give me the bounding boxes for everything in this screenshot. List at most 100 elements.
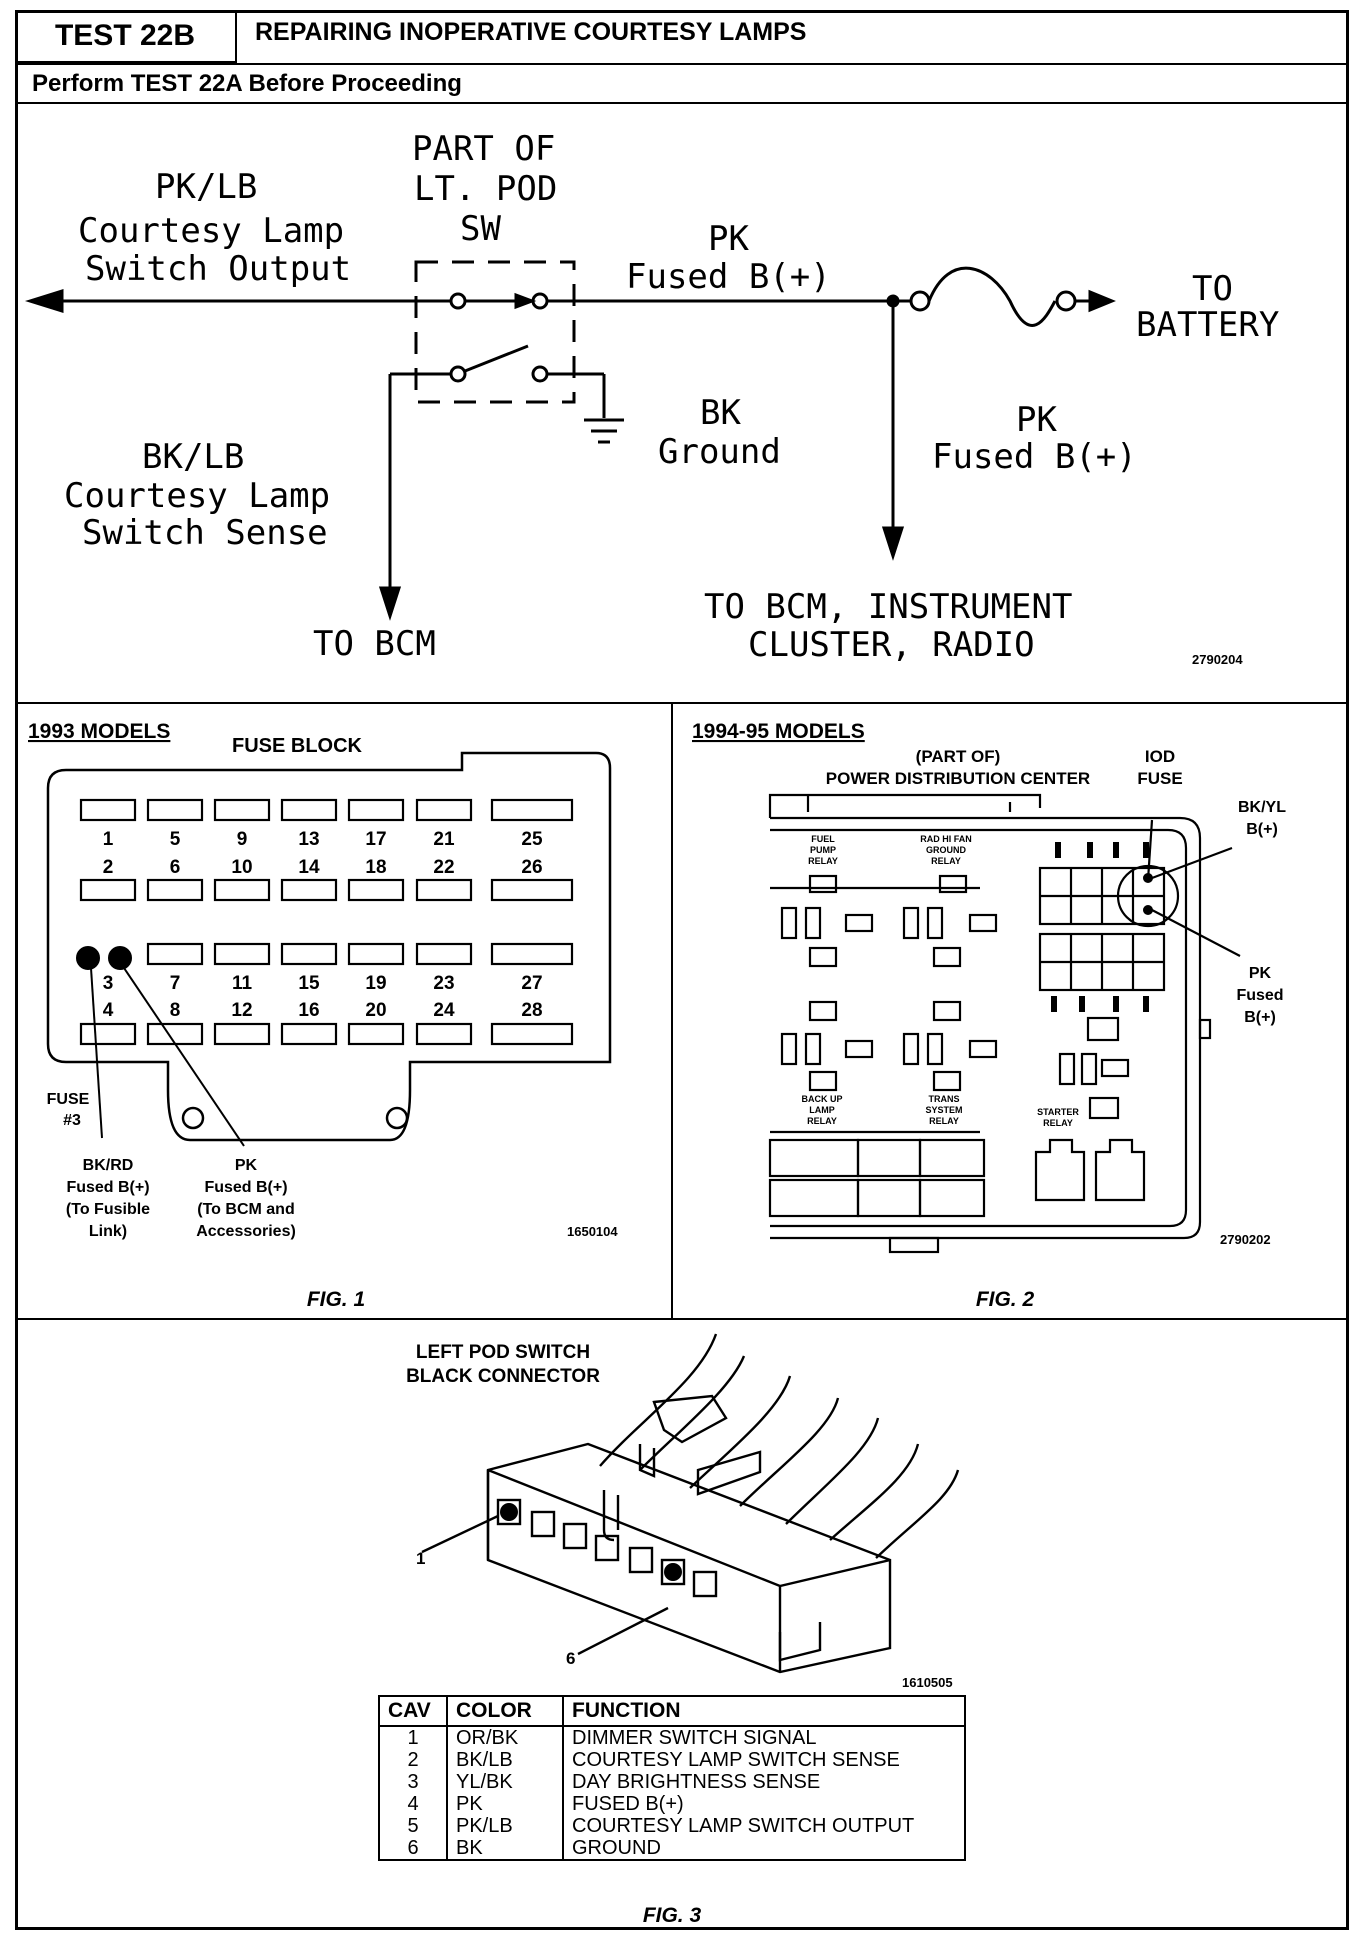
ground-label: Ground [658,432,781,472]
svg-text:GROUND: GROUND [926,845,966,855]
cell-cav: 4 [379,1793,448,1815]
cell-color: YL/BK [447,1771,564,1793]
bkyl-leader [1151,846,1233,880]
cell-function: FUSED B(+) [572,1793,684,1815]
header-color: COLOR [447,1696,564,1727]
battery-label: BATTERY [1136,305,1279,345]
battery-label: TO [1192,269,1233,309]
fuse-slot [213,798,271,822]
cell-color: PK [447,1793,564,1815]
bkrd-label: (To Fusible [66,1201,150,1218]
fuse-label: FUSE [47,1091,90,1108]
fuse-slot [415,798,473,822]
schematic-code: 2790204 [1192,652,1243,667]
relay-labels: FUEL PUMP RELAY RAD HI FAN GROUND RELAY … [801,834,1079,1128]
pk2-label: Fused [1236,987,1283,1004]
cell-function: COURTESY LAMP SWITCH OUTPUT [572,1815,915,1837]
schematic-divider [15,702,1349,704]
pdc-label: (PART OF) [916,747,1001,766]
test-code: TEST 22B [15,10,237,63]
fuse-block-outline [46,751,612,1142]
fig3-divider [15,1318,1349,1320]
bkrd-label: BK/RD [83,1157,134,1174]
cell-cav: 5 [379,1815,448,1837]
sense-label: Switch Sense [82,513,328,553]
switch-contact [531,365,549,383]
fuse-slot [490,798,574,822]
test-title: REPAIRING INOPERATIVE COURTESY LAMPS [255,18,807,46]
switch-label: PART OF [412,129,555,169]
subtitle-divider [15,102,1349,104]
header-function: FUNCTION [563,1696,965,1727]
svg-text:RELAY: RELAY [808,856,838,866]
fig1-code: 1650104 [567,1224,618,1239]
fuse-slot [280,878,338,902]
header-cav: CAV [379,1696,448,1727]
fig1-models: 1993 MODELS [28,720,170,743]
fuse-number: 16 [298,1000,319,1021]
svg-text:LAMP: LAMP [809,1105,835,1115]
fuse-number: 12 [231,1000,252,1021]
callout-6-leader [577,1606,669,1656]
drop-arrow [881,526,905,561]
svg-text:RELAY: RELAY [807,1116,837,1126]
connector-drawing [421,1333,960,1674]
fuse-slot [213,1022,271,1046]
to-cluster-label: CLUSTER, RADIO [748,625,1035,665]
fuse-number: 25 [521,829,543,850]
svg-text:RELAY: RELAY [1043,1118,1073,1128]
fuse-label: #3 [63,1112,81,1129]
switch-arm [464,344,529,373]
fuse-element [927,266,1057,327]
fuse-number: 26 [521,857,542,878]
svg-text:SYSTEM: SYSTEM [925,1105,962,1115]
schematic-labels: PART OF LT. POD SW PK/LB Courtesy Lamp S… [64,129,1279,665]
fuse-number: 10 [231,857,252,878]
ground-label: BK [700,393,741,433]
fig2-caption: FIG. 2 [976,1288,1035,1311]
table-header-row: CAV COLOR FUNCTION [379,1696,965,1727]
fuse-number: 8 [170,1000,181,1021]
battery-arrow [1088,289,1116,313]
svg-text:RAD HI FAN: RAD HI FAN [920,834,972,844]
fig1-caption: FIG. 1 [307,1288,365,1311]
fuse-number: 14 [298,857,320,878]
switch-contact [449,292,467,310]
svg-text:RELAY: RELAY [929,1116,959,1126]
switch-box [414,260,576,404]
svg-text:FUEL: FUEL [811,834,835,844]
fuse-terminal [909,290,931,312]
output-label: Courtesy Lamp [78,211,344,251]
fuse-slot [146,798,204,822]
fuse-number: 5 [170,829,181,850]
iod-label: IOD [1145,747,1175,766]
switch-contact [449,365,467,383]
svg-text:BACK UP: BACK UP [801,1094,842,1104]
connector-title: LEFT POD SWITCH [416,1342,590,1363]
svg-text:STARTER: STARTER [1037,1107,1079,1117]
cavity-6-marker [664,1563,682,1581]
fuse-slot [347,1022,405,1046]
connector-title: BLACK CONNECTOR [406,1366,600,1387]
output-label: Switch Output [85,249,351,289]
fuse-slot [280,942,338,966]
cell-function: COURTESY LAMP SWITCH SENSE [572,1749,900,1771]
iod-label: FUSE [1137,769,1182,788]
fused-right-label: Fused B(+) [932,437,1137,477]
fuse-number: 13 [298,829,319,850]
fuse-slot [490,942,574,966]
fuse-number: 24 [433,1000,455,1021]
fig3-code: 1610505 [902,1675,953,1690]
fuse-number: 21 [433,829,455,850]
sense-label: BK/LB [142,437,244,477]
fig3-caption: FIG. 3 [643,1904,702,1927]
to-bcm-label: TO BCM [313,624,436,664]
pdc-outline [768,793,1241,1254]
cell-cav: 2 [379,1749,448,1771]
